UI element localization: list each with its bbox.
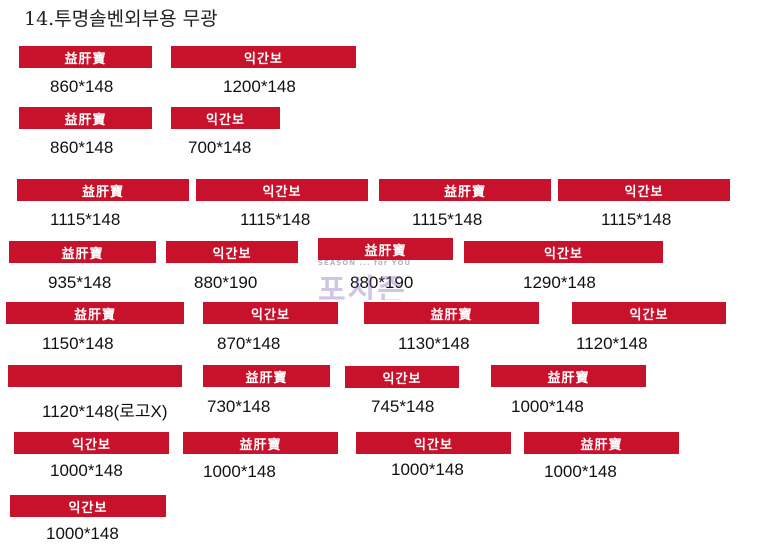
banner-swatch: 익간보 — [10, 495, 166, 517]
banner-swatch: 益肝寶 — [183, 432, 338, 454]
size-label: 700*148 — [188, 138, 252, 157]
banner-swatch: 익간보 — [558, 179, 730, 201]
banner-swatch: 익간보 — [345, 366, 459, 388]
size-label: 1200*148 — [223, 77, 296, 96]
banner-swatch: 익간보 — [171, 46, 356, 68]
banner-swatch: 익간보 — [14, 432, 169, 454]
size-label: 935*148 — [48, 273, 112, 292]
banner-swatch: 益肝寶 — [524, 432, 679, 454]
size-label: 1130*148 — [398, 334, 470, 353]
size-label: 860*148 — [50, 138, 114, 157]
size-label: 1000*148 — [391, 460, 464, 479]
watermark-logo: 포시즌 — [318, 273, 407, 300]
size-label: 880*190 — [350, 273, 414, 292]
banner-swatch: 益肝寶 — [17, 179, 189, 201]
size-label: 745*148 — [371, 397, 435, 416]
size-label: 860*148 — [50, 77, 114, 96]
banner-swatch: 익간보 — [572, 302, 726, 324]
banner-swatch: 益肝寶 — [19, 107, 152, 129]
size-label: 1000*148 — [544, 462, 617, 481]
size-label: 1115*148 — [240, 210, 311, 229]
banner-swatch: 益肝寶 — [379, 179, 551, 201]
size-label: 1000*148 — [203, 462, 276, 481]
banner-swatch: 익간보 — [203, 302, 338, 324]
banner-swatch: 益肝寶 — [318, 238, 453, 260]
size-label: 1000*148 — [511, 397, 584, 416]
size-label: 1120*148(로고X) — [42, 402, 168, 421]
banner-swatch: 익간보 — [196, 179, 368, 201]
banner-swatch: 益肝寶 — [6, 302, 184, 324]
size-label: 1115*148 — [50, 210, 121, 229]
size-label: 880*190 — [194, 273, 258, 292]
size-label: 1000*148 — [46, 524, 119, 543]
banner-swatch: 益肝寶 — [364, 302, 539, 324]
size-label: 870*148 — [217, 334, 281, 353]
page-title: 14.투명솔벤외부용 무광 — [24, 8, 218, 30]
banner-swatch: 益肝寶 — [9, 241, 156, 263]
size-label: 1120*148 — [576, 334, 648, 353]
size-label: 1290*148 — [523, 273, 596, 292]
size-label: 1000*148 — [50, 461, 123, 480]
size-label: 1115*148 — [601, 210, 672, 229]
banner-swatch: 익간보 — [166, 241, 298, 263]
watermark-tagline: SEASON ... for YOU — [318, 259, 412, 267]
size-label: 1115*148 — [412, 210, 483, 229]
size-label: 1150*148 — [42, 334, 114, 353]
size-label: 730*148 — [207, 397, 271, 416]
banner-swatch: 익간보 — [464, 241, 663, 263]
banner-swatch: 益肝寶 — [491, 365, 646, 387]
banner-swatch: 益肝寶 — [203, 365, 330, 387]
banner-swatch: 익간보 — [171, 107, 280, 129]
banner-swatch — [8, 365, 182, 387]
banner-swatch: 익간보 — [356, 432, 511, 454]
banner-swatch: 益肝寶 — [19, 46, 152, 68]
